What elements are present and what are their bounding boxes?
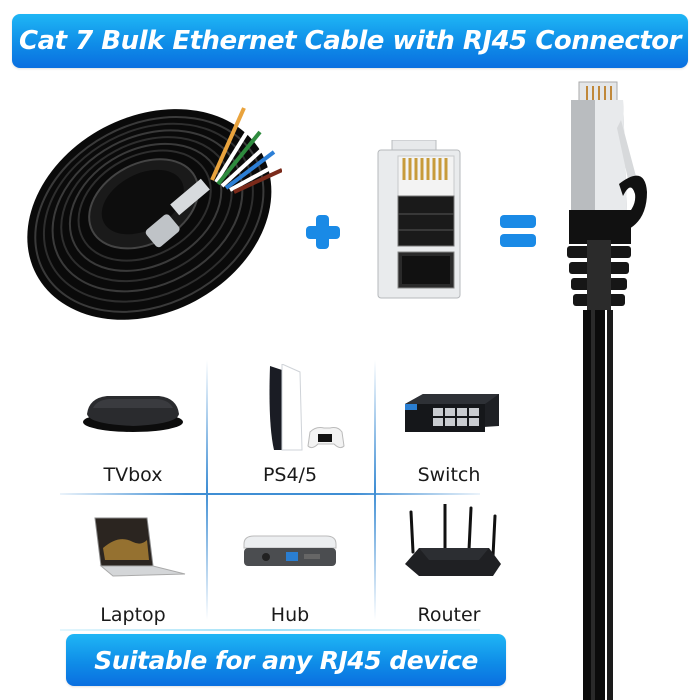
tagline: Suitable for any RJ45 device bbox=[94, 645, 478, 675]
device-item-tvbox: TVbox bbox=[60, 350, 206, 490]
rj45-plug-icon bbox=[372, 139, 468, 300]
laptop-icon bbox=[73, 504, 193, 584]
device-label: PS4/5 bbox=[262, 464, 318, 486]
ethernet-cable-connector-icon bbox=[565, 80, 655, 700]
device-label: Switch bbox=[417, 464, 481, 486]
device-label: Hub bbox=[270, 604, 310, 626]
device-item-router: Router bbox=[374, 490, 524, 630]
header-banner: Cat 7 Bulk Ethernet Cable with RJ45 Conn… bbox=[12, 14, 688, 68]
device-item-laptop: Laptop bbox=[60, 490, 206, 630]
page-title: Cat 7 Bulk Ethernet Cable with RJ45 Conn… bbox=[19, 26, 681, 56]
game-console-icon bbox=[230, 363, 350, 451]
device-label: Laptop bbox=[100, 604, 166, 626]
grid-divider bbox=[206, 360, 208, 620]
hub-icon bbox=[230, 504, 350, 584]
grid-divider bbox=[60, 629, 480, 631]
network-switch-icon bbox=[389, 364, 509, 444]
device-compatibility-grid: TVbox PS4/5 bbox=[60, 350, 501, 631]
device-item-ps4-5: PS4/5 bbox=[206, 350, 374, 490]
device-item-switch: Switch bbox=[374, 350, 524, 490]
equals-icon bbox=[500, 215, 536, 247]
tv-box-icon bbox=[73, 364, 193, 444]
device-label: TVbox bbox=[103, 464, 163, 486]
cable-coil-icon bbox=[12, 80, 283, 340]
router-icon bbox=[389, 502, 509, 584]
footer-banner: Suitable for any RJ45 device bbox=[66, 634, 506, 686]
grid-divider bbox=[60, 493, 480, 495]
grid-divider bbox=[374, 360, 376, 620]
device-label: Router bbox=[417, 604, 481, 626]
plus-icon bbox=[303, 212, 343, 252]
device-item-hub: Hub bbox=[206, 490, 374, 630]
